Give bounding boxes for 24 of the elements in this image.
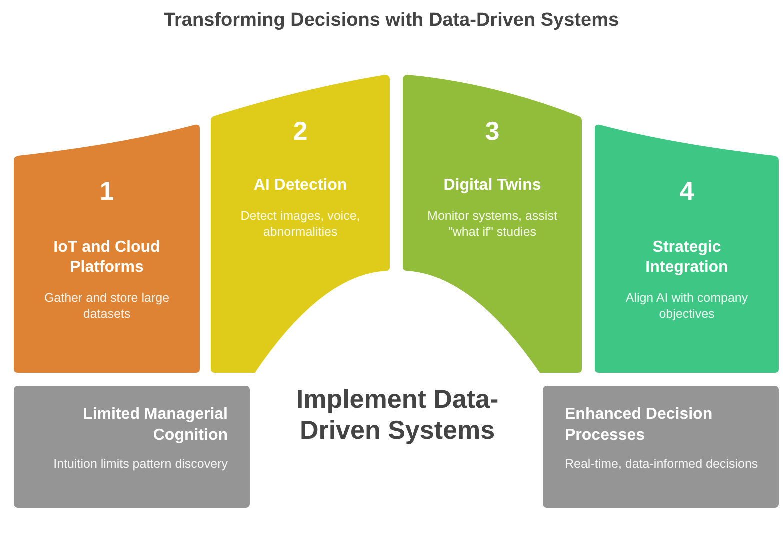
- step-panel: [595, 124, 779, 373]
- center-label: Implement Data-Driven Systems: [295, 384, 500, 446]
- step-panel: [14, 124, 200, 373]
- diagram-title: Transforming Decisions with Data-Driven Systems: [162, 9, 620, 33]
- step-description: Align AI with company objectives: [624, 290, 750, 322]
- step-heading: Strategic Integration: [644, 238, 730, 278]
- info-card: [14, 386, 250, 508]
- step-panel: [403, 75, 582, 373]
- step-heading: IoT and Cloud Platforms: [52, 238, 162, 278]
- step-number: 3: [484, 115, 501, 148]
- card-description: Real-time, data-informed decisions: [565, 456, 760, 472]
- step-number: 2: [292, 115, 309, 148]
- card-heading: Enhanced Decision Processes: [565, 405, 714, 446]
- step-description: Gather and store large datasets: [43, 290, 171, 322]
- step-heading: AI Detection: [252, 176, 348, 196]
- step-description: Monitor systems, assist "what if" studies: [426, 208, 558, 240]
- info-card: [543, 386, 779, 508]
- step-panel: [211, 75, 390, 373]
- step-number: 4: [678, 175, 696, 208]
- step-description: Detect images, voice, abnormalities: [240, 208, 362, 240]
- card-heading: Limited Managerial Cognition: [82, 405, 228, 446]
- step-heading: Digital Twins: [442, 176, 542, 196]
- step-number: 1: [98, 175, 116, 208]
- card-description: Intuition limits pattern discovery: [52, 456, 228, 472]
